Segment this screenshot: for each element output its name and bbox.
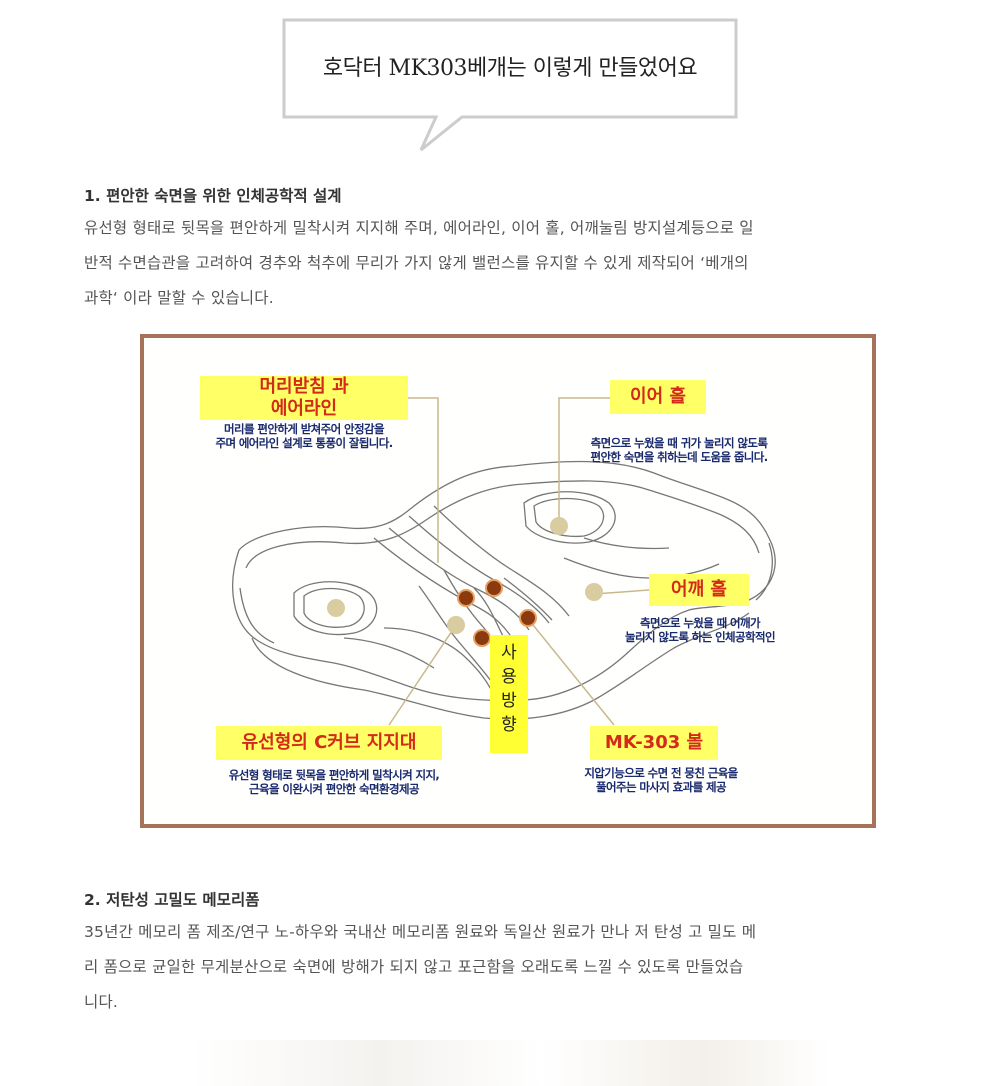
usage-direction-char: 향 (501, 715, 517, 735)
usage-direction-char: 용 (501, 667, 517, 687)
head-support-label: 머리받침 과 에어라인 (200, 376, 408, 420)
section2-line: 35년간 메모리 폼 제조/연구 노-하우와 국내산 메모리폼 원료와 독일산 … (84, 923, 757, 941)
shoulder-hole-desc-line: 측면으로 누웠을 때 어깨가 (640, 616, 761, 630)
usage-direction-char: 방 (501, 691, 517, 711)
section2-line: 리 폼으로 균일한 무게분산으로 숙면에 방해가 되지 않고 포근함을 오래도록… (84, 958, 744, 976)
c-curve-label: 유선형의 C커브 지지대 (216, 726, 442, 760)
ear-hole-label: 이어 홀 (610, 380, 706, 414)
mk303-ball-label: MK-303 볼 (590, 726, 718, 760)
usage-direction-char: 사 (501, 643, 517, 663)
shoulder-hole-desc: 측면으로 누웠을 때 어깨가 눌리지 않도록 하는 인체공학적인 (600, 616, 800, 644)
head-support-label-line: 에어라인 (270, 398, 338, 419)
head-support-label-line: 머리받침 과 (259, 376, 349, 397)
next-image-fade (190, 1040, 830, 1086)
mk303-ball-desc-line: 지압기능으로 수면 전 뭉친 근육을 (584, 766, 738, 780)
head-support-desc-line: 머리를 편안하게 받쳐주어 안정감을 (224, 422, 385, 436)
massage-balls (457, 579, 537, 647)
ear-hole-desc: 측면으로 누웠을 때 귀가 눌리지 않도록 편안한 숙면을 취하는데 도움을 줍… (564, 436, 794, 464)
leader-lines (388, 397, 650, 726)
ear-hole-desc-line: 측면으로 누웠을 때 귀가 눌리지 않도록 (590, 436, 768, 450)
feature-markers (327, 517, 603, 634)
section1-line: 과학‘ 이라 말할 수 있습니다. (84, 289, 274, 307)
shoulder-hole-label: 어깨 홀 (649, 574, 749, 606)
section2-paragraph: 35년간 메모리 폼 제조/연구 노-하우와 국내산 메모리폼 원료와 독일산 … (84, 915, 944, 1020)
section2-line: 니다. (84, 993, 119, 1011)
mk303-ball-desc-line: 풀어주는 마사지 효과를 제공 (596, 780, 727, 794)
shoulder-hole-desc-line: 눌리지 않도록 하는 인체공학적인 (625, 630, 776, 644)
section2-title: 2. 저탄성 고밀도 메모리폼 (84, 891, 260, 909)
usage-direction-label: 사 용 방 향 (490, 635, 528, 753)
section1-line: 반적 수면습관을 고려하여 경추와 척추에 무리가 가지 않게 밸런스를 유지할… (84, 254, 749, 272)
section1-line: 유선형 형태로 뒷목을 편안하게 밀착시켜 지지해 주며, 에어라인, 이어 홀… (84, 219, 754, 237)
speech-bubble (282, 18, 738, 152)
section1-title: 1. 편안한 숙면을 위한 인체공학적 설계 (84, 187, 342, 205)
mk303-ball-desc: 지압기능으로 수면 전 뭉친 근육을 풀어주는 마사지 효과를 제공 (556, 766, 766, 794)
head-support-desc: 머리를 편안하게 받쳐주어 안정감을 주며 에어라인 설계로 통풍이 잘됩니다. (184, 422, 424, 450)
pillow-diagram: 머리받침 과 에어라인 머리를 편안하게 받쳐주어 안정감을 주며 에어라인 설… (140, 334, 876, 828)
c-curve-desc-line: 근육을 이완시켜 편안한 숙면환경제공 (249, 782, 419, 796)
section1-paragraph: 유선형 형태로 뒷목을 편안하게 밀착시켜 지지해 주며, 에어라인, 이어 홀… (84, 211, 944, 316)
c-curve-desc: 유선형 형태로 뒷목을 편안하게 밀착시켜 지지, 근육을 이완시켜 편안한 숙… (194, 768, 474, 796)
head-support-desc-line: 주며 에어라인 설계로 통풍이 잘됩니다. (215, 436, 393, 450)
speech-bubble-outline (282, 18, 738, 152)
c-curve-desc-line: 유선형 형태로 뒷목을 편안하게 밀착시켜 지지, (228, 768, 440, 782)
bubble-title: 호닥터 MK303베개는 이렇게 만들었어요 (322, 56, 698, 81)
ear-hole-desc-line: 편안한 숙면을 취하는데 도움을 줍니다. (590, 450, 768, 464)
